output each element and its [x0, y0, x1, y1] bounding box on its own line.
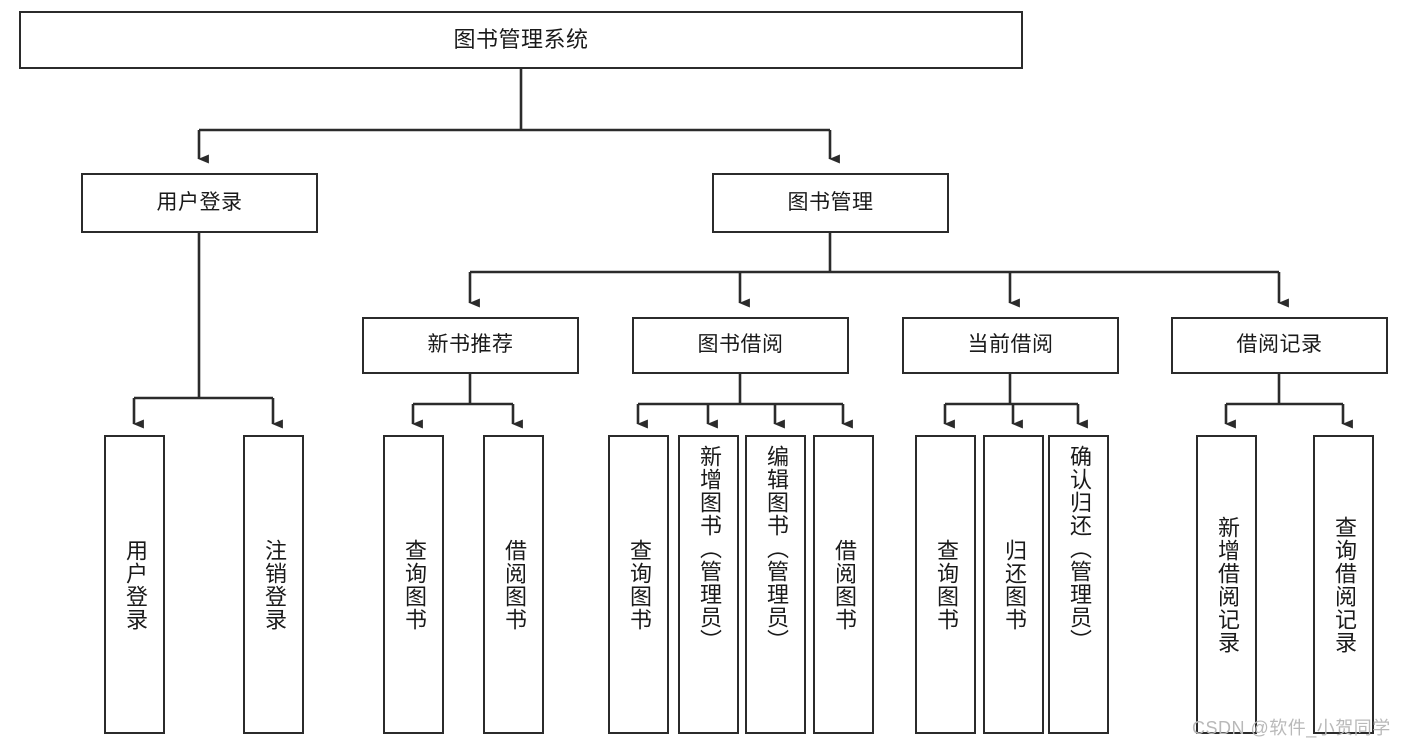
csdn-watermark: CSDN @软件_小贺同学 — [1192, 718, 1391, 738]
node-new-book-recommend-label: 新书推荐 — [427, 333, 514, 357]
node-current-borrow[interactable]: 当前借阅 — [902, 317, 1119, 374]
node-leaf-query-book-3-label: 查询图书 — [933, 538, 959, 631]
node-leaf-user-login-label: 用户登录 — [122, 538, 148, 631]
node-root-label: 图书管理系统 — [453, 27, 589, 53]
node-leaf-add-record[interactable]: 新增借阅记录 — [1196, 435, 1257, 734]
node-book-borrow-label: 图书借阅 — [697, 333, 784, 357]
node-leaf-add-book[interactable]: 新增图书（管理员） — [678, 435, 739, 734]
node-leaf-borrow-book-1-label: 借阅图书 — [501, 538, 527, 631]
node-book-borrow[interactable]: 图书借阅 — [632, 317, 849, 374]
node-leaf-logout-login-label: 注销登录 — [261, 538, 287, 631]
node-leaf-confirm-return-label: 确认归还（管理员） — [1066, 445, 1092, 652]
node-leaf-query-book-2-label: 查询图书 — [626, 538, 652, 631]
node-leaf-add-book-label: 新增图书（管理员） — [696, 445, 722, 652]
node-leaf-query-record[interactable]: 查询借阅记录 — [1313, 435, 1374, 734]
node-leaf-confirm-return[interactable]: 确认归还（管理员） — [1048, 435, 1109, 734]
node-leaf-borrow-book-2-label: 借阅图书 — [831, 538, 857, 631]
node-leaf-borrow-book-2[interactable]: 借阅图书 — [813, 435, 874, 734]
node-user-login-label: 用户登录 — [156, 190, 243, 214]
node-leaf-edit-book[interactable]: 编辑图书（管理员） — [745, 435, 806, 734]
node-book-manage-label: 图书管理 — [787, 190, 874, 214]
node-leaf-return-book[interactable]: 归还图书 — [983, 435, 1044, 734]
node-leaf-borrow-book-1[interactable]: 借阅图书 — [483, 435, 544, 734]
node-book-manage[interactable]: 图书管理 — [712, 173, 949, 233]
node-user-login[interactable]: 用户登录 — [81, 173, 318, 233]
node-borrow-record[interactable]: 借阅记录 — [1171, 317, 1388, 374]
node-leaf-query-book-3[interactable]: 查询图书 — [915, 435, 976, 734]
node-leaf-user-login[interactable]: 用户登录 — [104, 435, 165, 734]
node-leaf-query-book-2[interactable]: 查询图书 — [608, 435, 669, 734]
node-leaf-add-record-label: 新增借阅记录 — [1214, 515, 1240, 654]
node-leaf-return-book-label: 归还图书 — [1001, 538, 1027, 631]
node-leaf-edit-book-label: 编辑图书（管理员） — [763, 445, 789, 652]
node-leaf-logout-login[interactable]: 注销登录 — [243, 435, 304, 734]
node-root[interactable]: 图书管理系统 — [19, 11, 1023, 69]
node-leaf-query-book-1[interactable]: 查询图书 — [383, 435, 444, 734]
node-new-book-recommend[interactable]: 新书推荐 — [362, 317, 579, 374]
node-leaf-query-record-label: 查询借阅记录 — [1331, 515, 1357, 654]
node-leaf-query-book-1-label: 查询图书 — [401, 538, 427, 631]
node-borrow-record-label: 借阅记录 — [1236, 333, 1323, 357]
node-current-borrow-label: 当前借阅 — [967, 333, 1054, 357]
